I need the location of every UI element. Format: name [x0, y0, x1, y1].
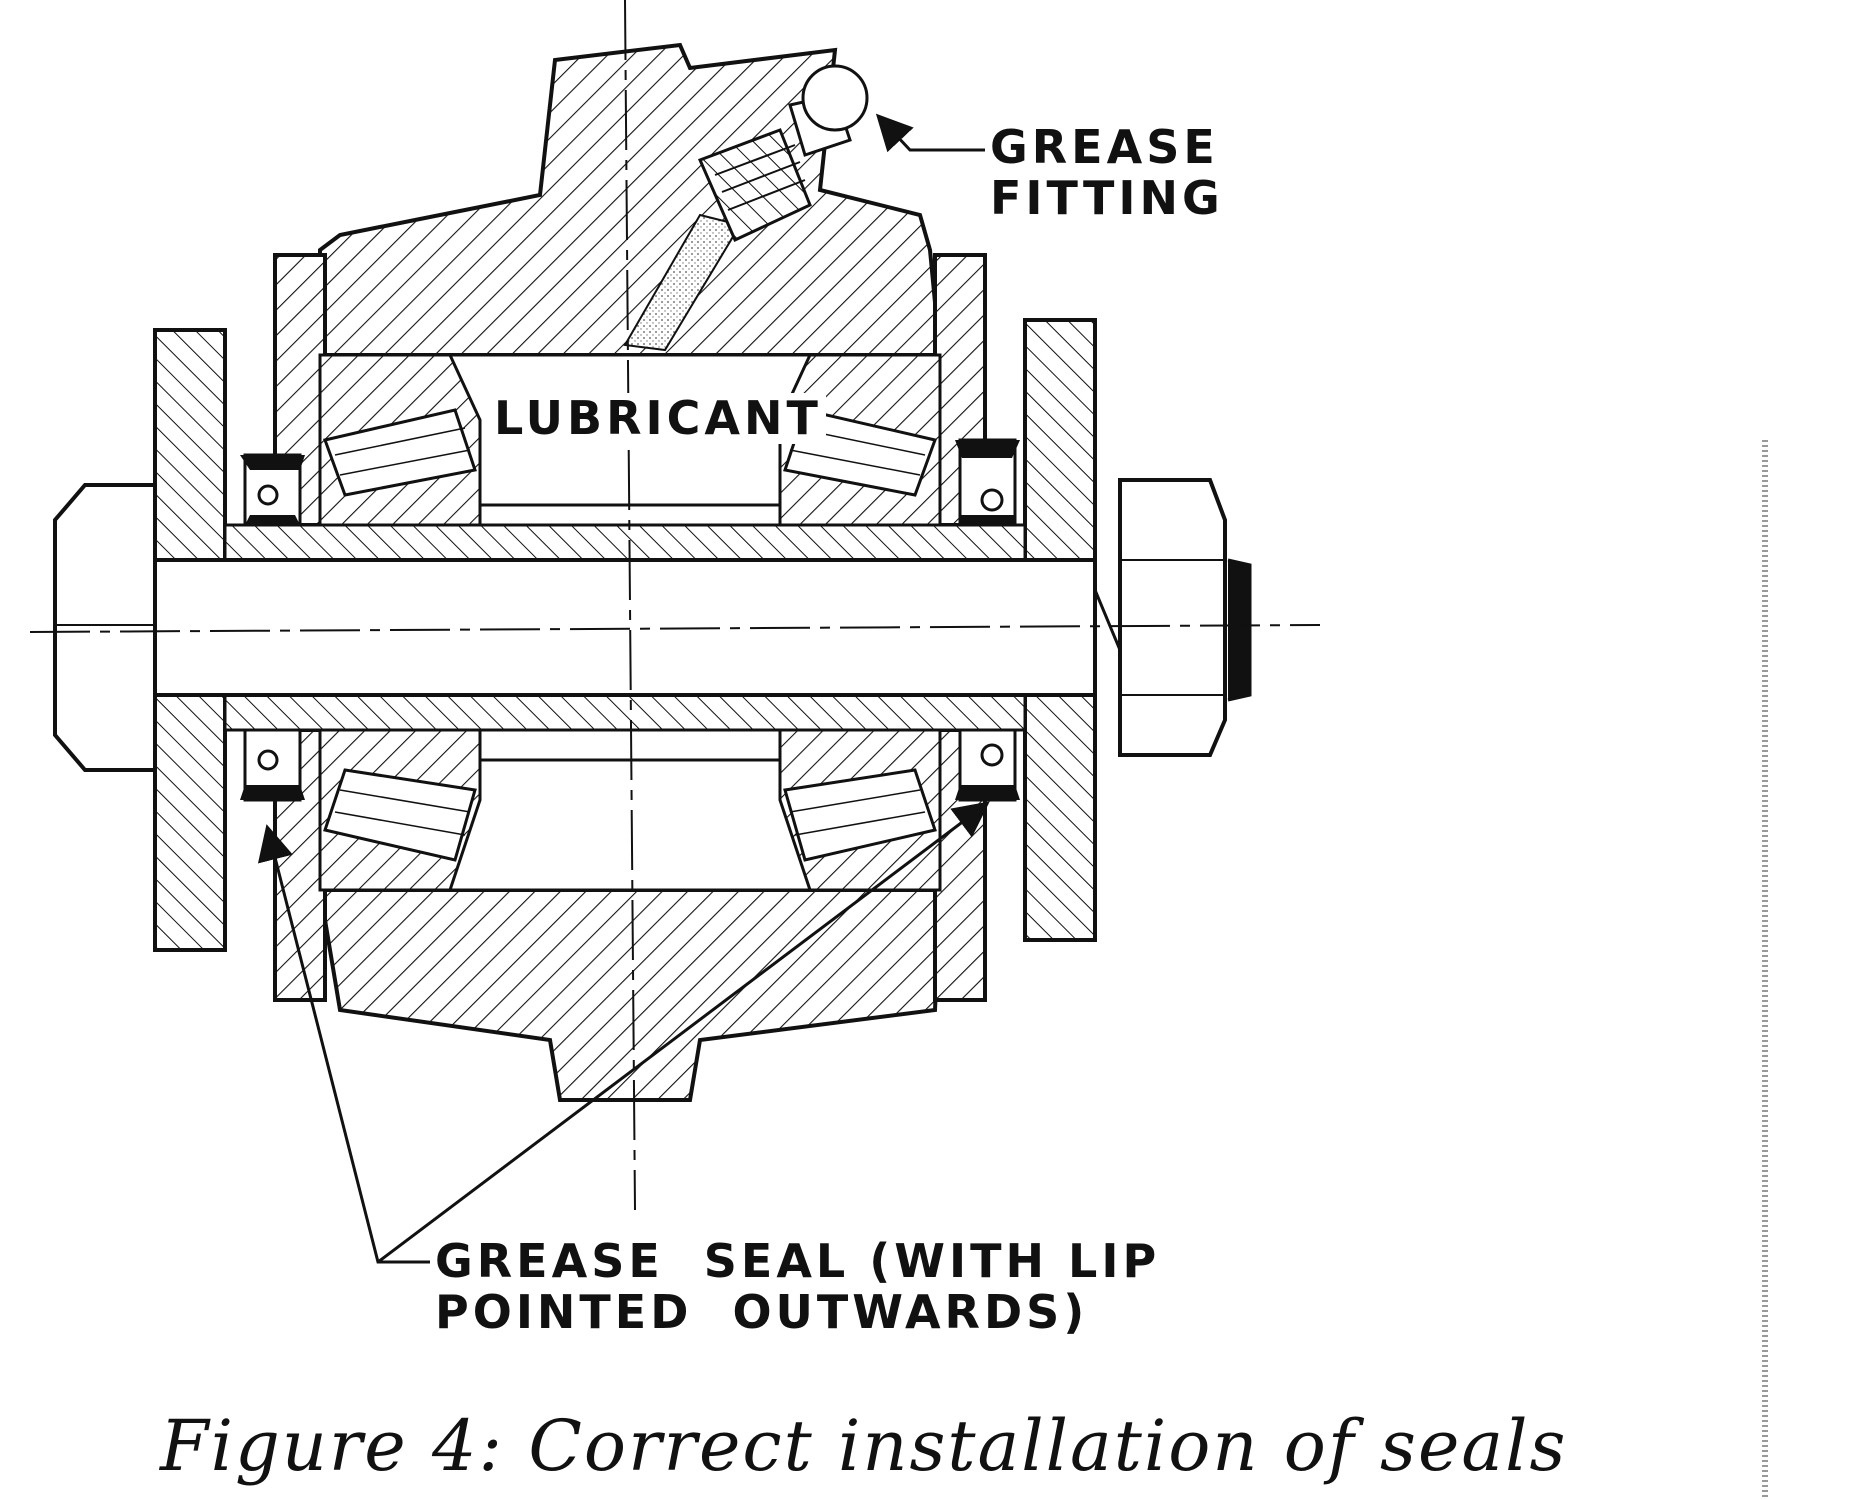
grease-seal-top-left	[240, 453, 305, 527]
spacer-sleeve-bottom	[223, 693, 1027, 732]
housing-upper	[318, 42, 943, 357]
roller-top-left	[323, 408, 477, 497]
grease-seal-leader-right	[377, 801, 990, 1264]
lubricant-label: LUBRICANT	[490, 393, 826, 444]
horizontal-centerline	[29, 624, 1321, 633]
roller-bottom-right	[783, 768, 937, 862]
roller-bottom-left	[323, 768, 477, 862]
grease-seal-label-line2: POINTED OUTWARDS)	[435, 1284, 1089, 1339]
figure-caption: Figure 4: Correct installation of seals	[160, 1405, 1568, 1487]
grease-fitting-label-line2: FITTING	[990, 170, 1224, 225]
grease-fitting-ball	[801, 64, 869, 132]
grease-seal-top-right	[955, 438, 1020, 527]
grease-fitting-label-line1: GREASE	[990, 120, 1219, 174]
grease-seal-label-line1: GREASE SEAL (WITH LIP	[435, 1234, 1161, 1288]
grease-fitting	[697, 64, 869, 243]
grease-seal-bottom-right	[955, 728, 1020, 802]
grease-fitting-leader	[875, 113, 985, 153]
housing-lower	[317, 888, 943, 1102]
vertical-centerline	[624, 0, 636, 1211]
spacer-sleeve-top	[223, 523, 1027, 562]
nut	[1118, 478, 1227, 757]
bolt-head	[53, 483, 157, 772]
grease-seal-bottom-left	[240, 728, 305, 802]
grease-fitting-label: GREASE FITTING	[990, 122, 1224, 223]
cotter-pin	[1227, 558, 1252, 702]
grease-seal-label: GREASE SEAL (WITH LIP POINTED OUTWARDS)	[435, 1236, 1160, 1337]
